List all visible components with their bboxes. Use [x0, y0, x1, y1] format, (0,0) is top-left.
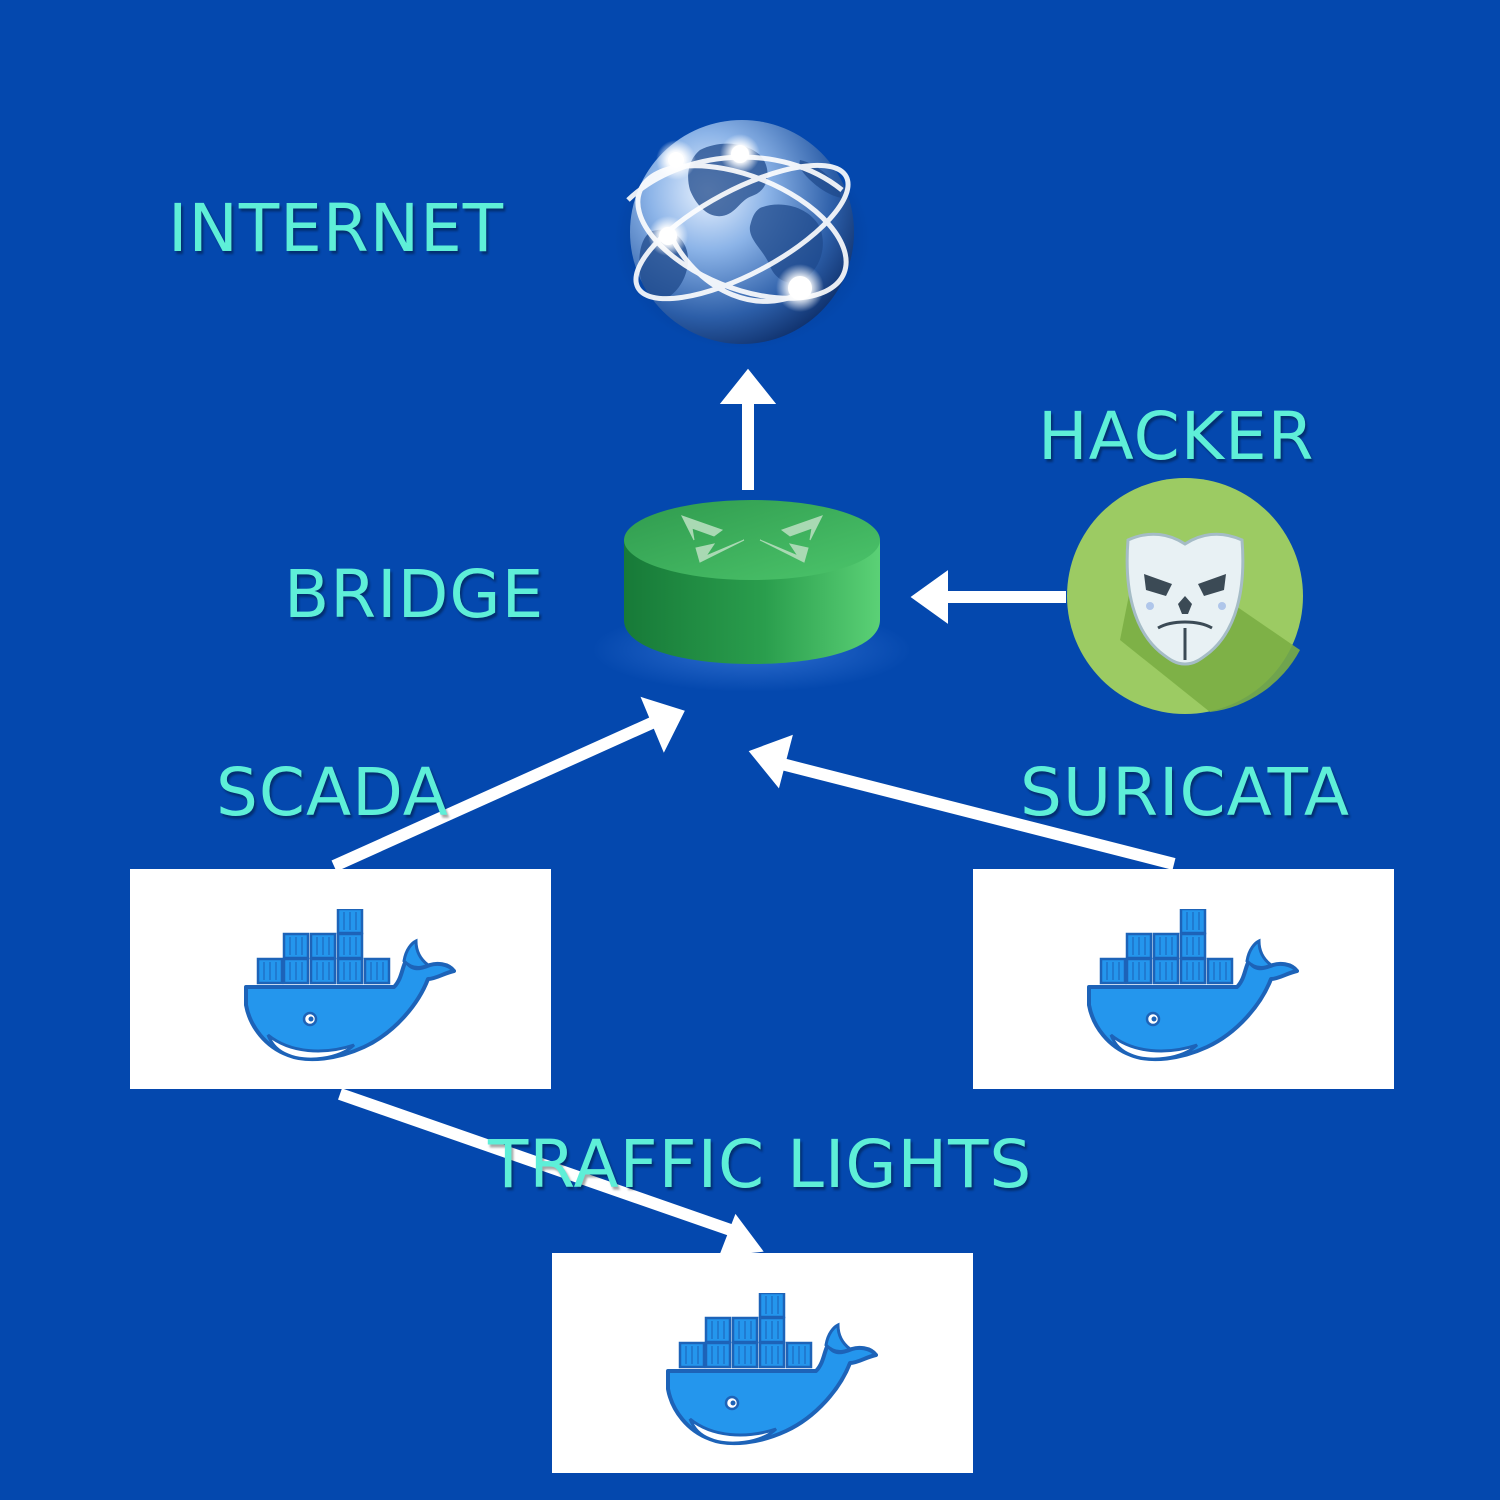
suricata-label: SURICATA: [1020, 754, 1350, 831]
edge-scada-to-traffic-lights: [338, 1088, 764, 1257]
hacker-label: HACKER: [1038, 398, 1315, 475]
edge-scada-to-bridge: [331, 696, 685, 872]
traffic-lights-label: TRAFFIC LIGHTS: [488, 1126, 1033, 1203]
router-icon: [592, 500, 912, 692]
scada-node-box: [130, 869, 551, 1089]
suricata-node-box: [973, 869, 1394, 1089]
docker-whale-icon: [244, 909, 456, 1062]
scada-label: SCADA: [216, 754, 449, 831]
edge-bridge-to-internet: [719, 368, 777, 490]
bridge-label: BRIDGE: [284, 556, 545, 633]
edge-suricata-to-bridge: [748, 734, 1176, 870]
internet-label: INTERNET: [168, 190, 505, 267]
docker-whale-icon: [1087, 909, 1299, 1062]
globe-icon: [614, 120, 870, 350]
traffic-lights-node-box: [552, 1253, 973, 1473]
hacker-mask-icon: [1067, 478, 1303, 714]
edge-hacker-to-bridge: [910, 570, 1066, 624]
docker-whale-icon: [666, 1293, 878, 1446]
